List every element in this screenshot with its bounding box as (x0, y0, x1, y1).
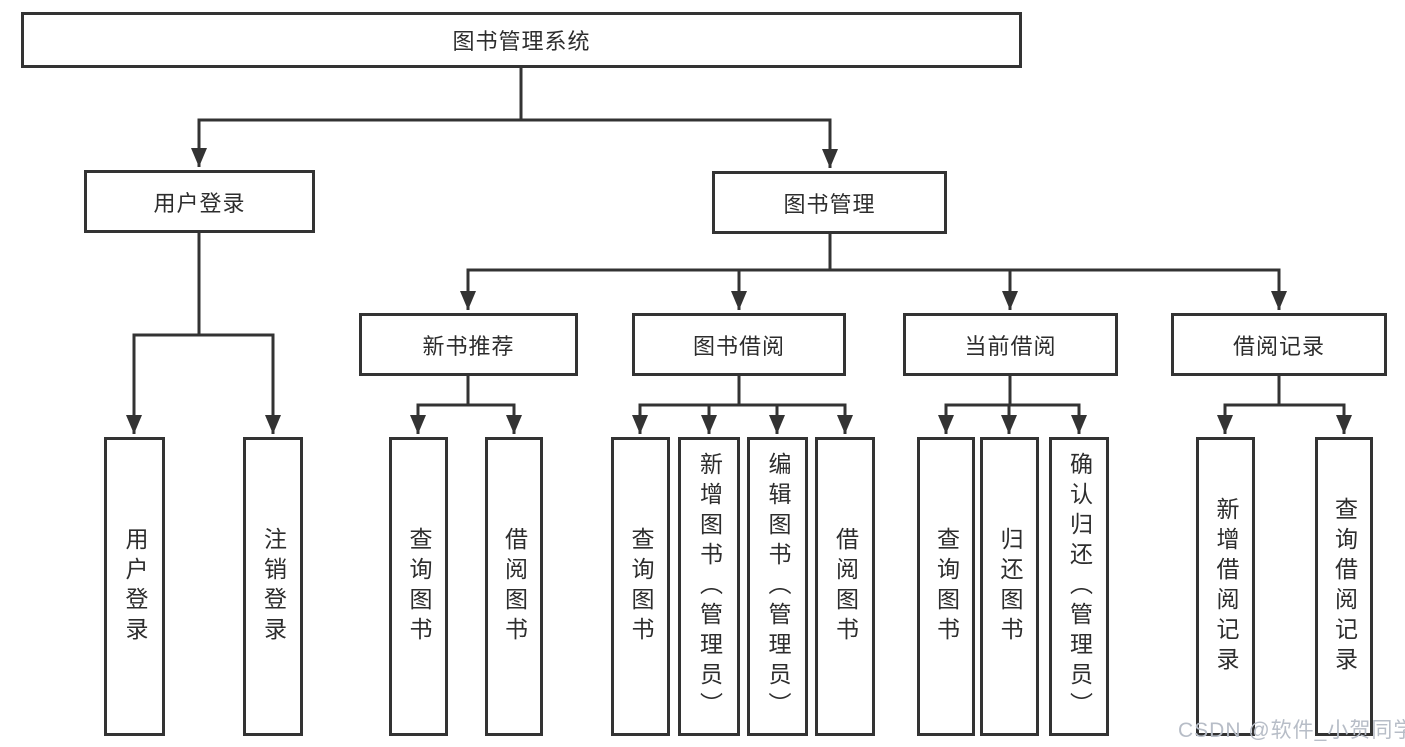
leaf-borrow-books-newbooks: 借阅图书 (485, 437, 543, 736)
connector-borrow-records-to-leaves (1217, 373, 1352, 434)
leaf-label: 注销登录 (260, 526, 287, 647)
leaf-label: 借阅图书 (832, 526, 859, 647)
leaf-query-books-current: 查询图书 (917, 437, 975, 736)
leaf-query-borrow-record: 查询借阅记录 (1315, 437, 1373, 736)
node-module-borrow-records: 借阅记录 (1171, 313, 1387, 376)
leaf-edit-books-admin: 编辑图书（管理员） (747, 437, 808, 736)
node-user-login-branch-label: 用户登录 (153, 190, 246, 216)
connector-user-login-to-leaves (126, 231, 281, 434)
leaf-confirm-return-admin: 确认归还（管理员） (1049, 437, 1109, 736)
leaf-add-borrow-record: 新增借阅记录 (1196, 437, 1255, 736)
node-module-label: 图书借阅 (692, 333, 785, 359)
leaf-return-books: 归还图书 (980, 437, 1039, 736)
leaf-query-books-newbooks: 查询图书 (389, 437, 448, 736)
node-module-label: 新书推荐 (422, 333, 515, 359)
leaf-label: 借阅图书 (501, 526, 528, 647)
node-module-book-borrow: 图书借阅 (632, 313, 846, 376)
node-module-new-books: 新书推荐 (359, 313, 578, 376)
connector-book-mgmt-to-modules (460, 231, 1287, 310)
node-root: 图书管理系统 (21, 12, 1022, 68)
leaf-label: 查询图书 (933, 526, 960, 647)
node-root-label: 图书管理系统 (452, 29, 591, 54)
leaf-label: 用户登录 (122, 526, 148, 647)
leaf-query-books-borrow: 查询图书 (611, 437, 670, 736)
node-module-label: 借阅记录 (1232, 333, 1325, 359)
leaf-label: 归还图书 (997, 526, 1023, 647)
connector-new-books-to-leaves (410, 373, 522, 434)
leaf-label: 新增借阅记录 (1213, 496, 1239, 677)
leaf-label: 新增图书（管理员） (696, 451, 723, 722)
node-module-label: 当前借阅 (964, 333, 1057, 359)
csdn-watermark: CSDN @软件_小贺同学 (1178, 719, 1405, 742)
node-book-mgmt-branch-label: 图书管理 (783, 191, 876, 217)
leaf-label: 查询图书 (628, 526, 654, 647)
connector-book-borrow-to-leaves (632, 373, 853, 434)
leaf-add-books-admin: 新增图书（管理员） (678, 437, 740, 736)
connector-root-to-branches (191, 66, 838, 168)
node-user-login-branch: 用户登录 (84, 170, 315, 233)
leaf-label: 查询图书 (406, 526, 432, 647)
leaf-logout: 注销登录 (243, 437, 303, 736)
leaf-borrow-books: 借阅图书 (815, 437, 875, 736)
node-book-mgmt-branch: 图书管理 (712, 171, 947, 234)
node-module-current-borrow: 当前借阅 (903, 313, 1118, 376)
leaf-user-login: 用户登录 (104, 437, 165, 736)
connector-current-borrow-to-leaves (938, 373, 1087, 434)
leaf-label: 编辑图书（管理员） (765, 451, 791, 722)
leaf-label: 确认归还（管理员） (1066, 451, 1093, 722)
leaf-label: 查询借阅记录 (1331, 496, 1358, 677)
